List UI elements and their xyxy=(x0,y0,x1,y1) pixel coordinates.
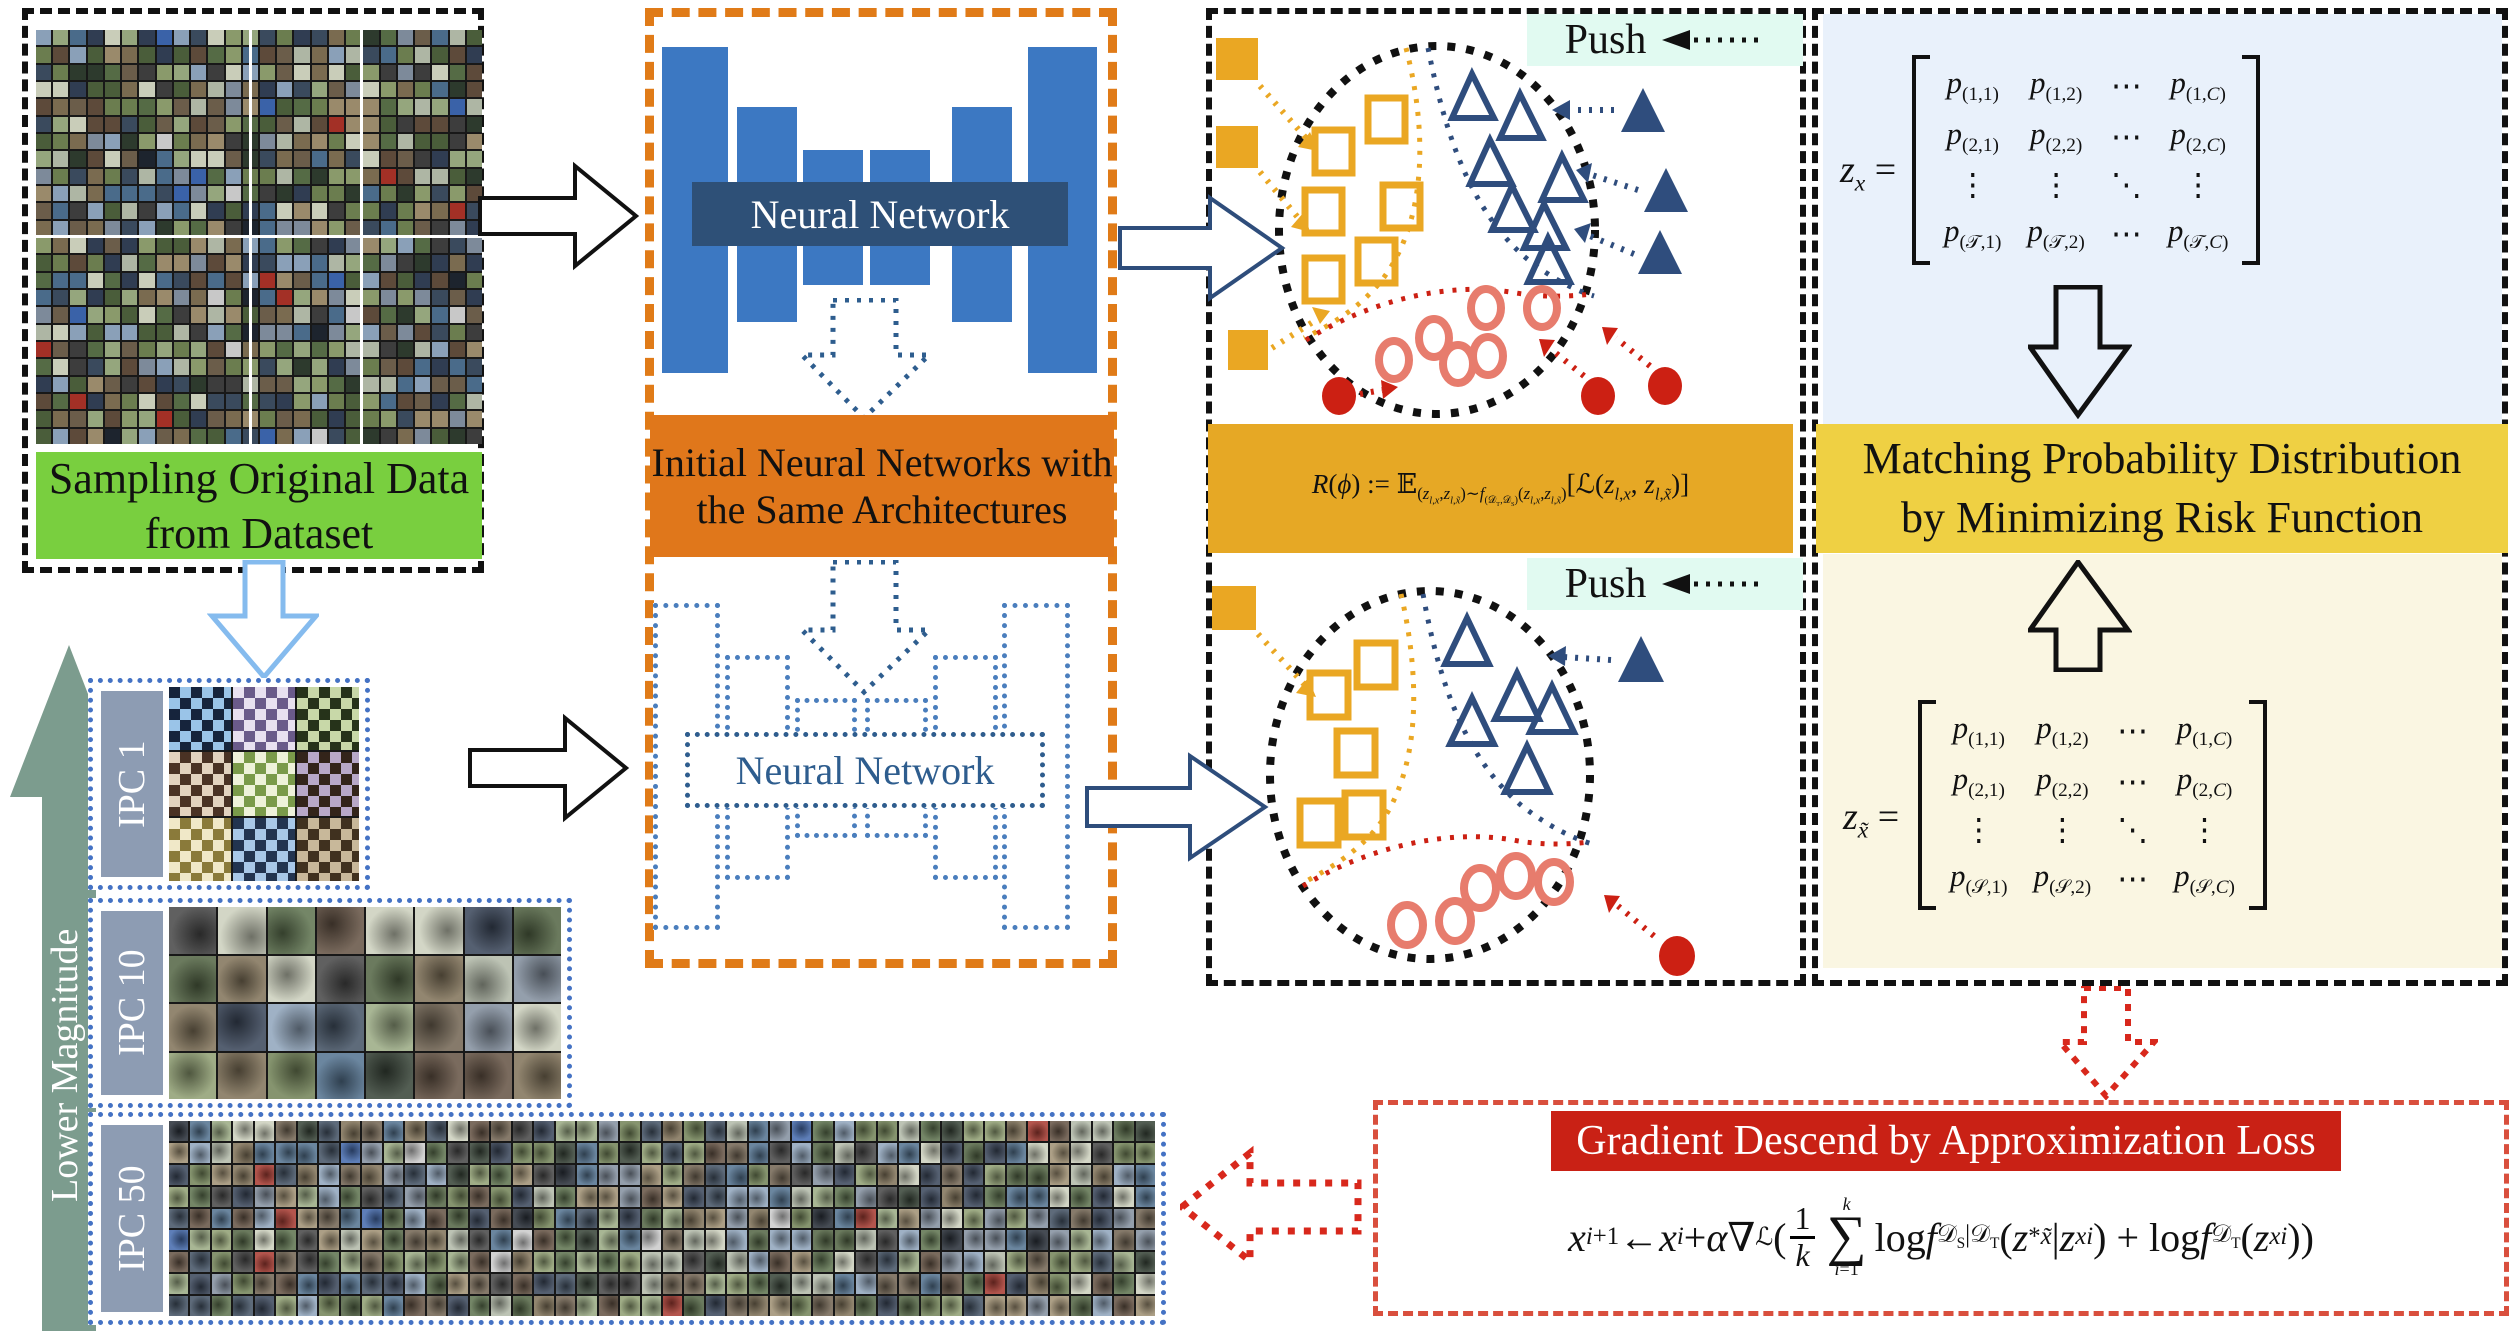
lower-magnitude-label: Lower Magnitude xyxy=(44,928,86,1202)
push-arrow-icon xyxy=(1662,30,1759,50)
ipc10-panel: IPC 10 xyxy=(88,898,572,1108)
zx-section-bg xyxy=(1823,14,2502,424)
bracket-right xyxy=(2242,55,2261,265)
bracket-left xyxy=(1918,700,1936,910)
matrix-cell: p(𝒯,C) xyxy=(2167,213,2229,254)
matrix-cell: p(2,C) xyxy=(2170,116,2226,157)
matrix-cell: ⋮ xyxy=(1957,167,1989,203)
push-arrow-icon xyxy=(1662,574,1759,594)
ipc10-label: IPC 10 xyxy=(101,911,163,1095)
network-bottom-label: Neural Network xyxy=(685,732,1045,808)
matrix-cell: p(𝒮,1) xyxy=(1950,858,2008,899)
matrix-cell: ⋯ xyxy=(2117,763,2149,799)
mosaic-divider-h1 xyxy=(36,235,482,238)
dataset-caption: Sampling Original Data from Dataset xyxy=(36,452,482,559)
matrix-cell: ⋮ xyxy=(2040,167,2072,203)
arrow-network-to-cluster-bottom-icon xyxy=(1085,752,1269,862)
matrix-cell: ⋮ xyxy=(2046,812,2078,848)
risk-equation-bar: R(ϕ) := 𝔼(zl,x,zl,x̃)∼f(𝒟T,𝒟S)(zl,x,zl,x… xyxy=(1208,424,1793,553)
push-label-bottom: Push xyxy=(1527,558,1803,610)
bracket-left xyxy=(1912,55,1930,265)
matrix-cell: p(1,1) xyxy=(1952,710,2005,751)
matrix-cell: ⋱ xyxy=(2110,167,2142,203)
matrix-cell: p(1,1) xyxy=(1946,65,1999,106)
lower-magnitude-arrow-icon xyxy=(10,645,128,1331)
matching-banner-text: Matching Probability Distribution by Min… xyxy=(1862,434,2462,542)
matching-banner: Matching Probability Distribution by Min… xyxy=(1816,424,2508,553)
ipc10-mosaic xyxy=(169,907,561,1099)
ipc1-mosaic xyxy=(169,687,359,881)
cluster-diagram-bottom xyxy=(1212,586,1695,976)
matrix-cell: p(2,1) xyxy=(1946,116,1999,157)
matrix-cell: ⋯ xyxy=(2110,215,2142,251)
ipc1-panel: IPC 1 xyxy=(88,678,370,890)
matrix-cell: ⋯ xyxy=(2117,860,2149,896)
zx-matrix: p(1,1) p(1,2) ⋯ p(1,C) p(2,1) p(2,2) ⋯ p(2,C) ⋮ ⋮… xyxy=(1912,55,2261,265)
matrix-cell: ⋯ xyxy=(2110,67,2142,103)
zx-lhs: zx = xyxy=(1840,149,1897,197)
bracket-right xyxy=(2248,700,2267,910)
network-top-label: Neural Network xyxy=(692,182,1068,246)
gradient-title: Gradient Descend by Approximization Loss xyxy=(1551,1111,2341,1171)
arrow-network-to-cluster-top-icon xyxy=(1118,194,1286,302)
risk-equation: R(ϕ) := 𝔼(zl,x,zl,x̃)∼f(𝒟T,𝒟S)(zl,x,zl,x… xyxy=(1311,468,1690,509)
arrow-init-to-network-icon xyxy=(800,560,932,696)
matrix-cell: p(2,2) xyxy=(2029,116,2083,157)
matrix-cell: ⋯ xyxy=(2110,118,2142,154)
ipc50-mosaic xyxy=(169,1121,1155,1316)
arrow-zx-to-banner-icon xyxy=(2028,285,2132,419)
matrix-cell: p(𝒮,2) xyxy=(2033,858,2092,899)
matrix-cell: ⋮ xyxy=(2189,812,2221,848)
arrow-gradient-to-ipc50-icon xyxy=(1180,1145,1362,1269)
matrix-cell: ⋮ xyxy=(1963,812,1995,848)
matrix-cell: p(𝒯,1) xyxy=(1944,213,2002,254)
matrix-cell: p(1,C) xyxy=(2170,65,2226,106)
matrix-cell: p(2,2) xyxy=(2036,761,2089,802)
init-networks-label: Initial Neural Networks with the Same Ar… xyxy=(650,415,1114,557)
matrix-cell: p(2,C) xyxy=(2176,761,2233,802)
matrix-cell: p(𝒯,2) xyxy=(2027,213,2085,254)
matrix-cell: p(1,C) xyxy=(2176,710,2233,751)
arrow-network-to-init-icon xyxy=(800,298,932,422)
matrix-cell: p(1,2) xyxy=(2029,65,2083,106)
zxt-matrix: p(1,1) p(1,2) ⋯ p(1,C) p(2,1) p(2,2) ⋯ p(2,C) ⋮ ⋮… xyxy=(1918,700,2267,910)
matrix-cell: ⋱ xyxy=(2117,812,2149,848)
ipc1-label: IPC 1 xyxy=(101,691,163,877)
push-text: Push xyxy=(1564,561,1647,607)
push-label-top: Push xyxy=(1527,14,1803,66)
push-text: Push xyxy=(1564,17,1647,63)
dataset-panel: Sampling Original Data from Dataset xyxy=(22,8,484,573)
gradient-box: Gradient Descend by Approximization Loss… xyxy=(1373,1100,2509,1316)
ipc50-label: IPC 50 xyxy=(101,1125,163,1312)
zxt-section-bg xyxy=(1823,554,2502,968)
matrix-cell: p(2,1) xyxy=(1952,761,2005,802)
ipc50-panel: IPC 50 xyxy=(88,1112,1166,1325)
zxt-lhs: zx̃ = xyxy=(1843,796,1900,844)
arrow-panel-to-gradient-icon xyxy=(2058,986,2158,1100)
cluster-diagram-top xyxy=(1216,38,1688,418)
arrow-zxt-to-banner-icon xyxy=(2028,560,2132,672)
matrix-cell: ⋯ xyxy=(2117,712,2149,748)
matrix-cell: ⋮ xyxy=(2182,167,2214,203)
arrow-dataset-to-network-icon xyxy=(478,161,640,271)
arrow-dataset-to-ipc-icon xyxy=(207,560,319,680)
matrix-cell: p(𝒮,C) xyxy=(2174,858,2235,899)
arrow-ipc-to-network-icon xyxy=(468,713,630,823)
matrix-cell: p(1,2) xyxy=(2036,710,2089,751)
